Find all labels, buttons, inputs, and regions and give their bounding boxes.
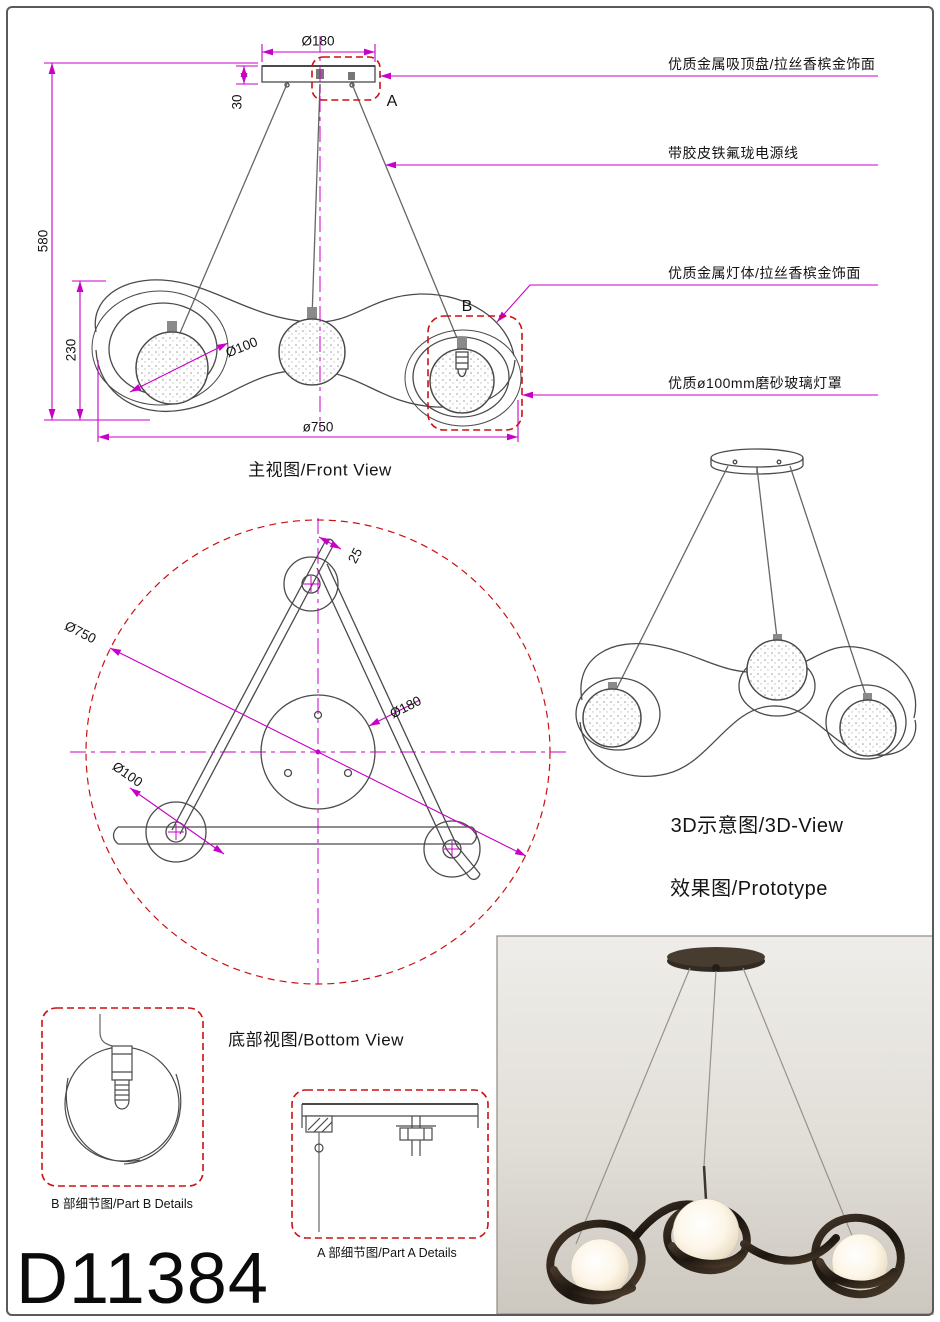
- model-number: D11384: [16, 1239, 269, 1319]
- shade-holder: [167, 321, 177, 332]
- ribbon-arc: [65, 1077, 141, 1163]
- bulb-tip: [457, 368, 467, 378]
- front-view-caption: 主视图/Front View: [248, 460, 392, 480]
- ribbon-loop-right: [404, 329, 522, 427]
- ribbon-loop-left: [91, 290, 229, 406]
- photo-glass-shade: [831, 1233, 889, 1291]
- callout-canopy: 优质金属吸顶盘/拉丝香槟金饰面: [668, 56, 876, 72]
- callout-leader: [496, 284, 878, 323]
- callout-power-cord: 带胶皮铁氟珑电源线: [668, 145, 799, 161]
- callout-lamp-body: 优质金属灯体/拉丝香槟金饰面: [668, 265, 861, 281]
- photo-ribbon-front: [816, 1258, 898, 1289]
- part-b-detail-drawing: [41, 1007, 204, 1187]
- detail-cloud-b: [427, 315, 523, 431]
- revision-clouds: [311, 56, 523, 431]
- suspension-cable: [311, 83, 321, 319]
- photo-ribbon-front: [668, 1242, 746, 1268]
- shade-holder: [457, 337, 467, 349]
- dimension-line: [129, 342, 229, 393]
- bottom-view-dimensions: [70, 518, 566, 988]
- detail-marker-b: B: [461, 298, 473, 316]
- suspension-cable: [789, 465, 871, 709]
- dim-canopy-thickness: 30: [229, 94, 245, 110]
- ribbon-loop-right: [825, 684, 907, 760]
- detail-cloud-b-box: [41, 1007, 204, 1187]
- detail-cloud-a-box: [291, 1089, 489, 1239]
- photo-ribbon-loop: [811, 1213, 905, 1299]
- dim-suspension-height: 580: [35, 229, 51, 253]
- suspension-cable: [756, 467, 778, 639]
- detail-marker-a: A: [386, 93, 398, 111]
- photo-ribbon-sweep: [740, 1234, 840, 1265]
- prototype-photo: [496, 935, 934, 1315]
- canopy-screw: [348, 72, 355, 80]
- bottom-view-caption: 底部视图/Bottom View: [228, 1030, 404, 1050]
- dim-body-height: 230: [63, 338, 79, 362]
- part-b-caption: B 部细节图/Part B Details: [51, 1197, 193, 1212]
- shade-holder: [863, 693, 872, 702]
- suspension-cable: [351, 83, 458, 339]
- part-a-detail-drawing: [291, 1089, 489, 1239]
- prototype-caption: 效果图/Prototype: [670, 878, 828, 900]
- ribbon-arc: [123, 1073, 182, 1165]
- bulb-tip: [114, 1099, 130, 1110]
- canopy-3d: [710, 448, 804, 468]
- shade-holder: [307, 307, 317, 319]
- shade-holder: [773, 634, 782, 643]
- dimension-line: [129, 787, 225, 855]
- lamp-holder: [111, 1045, 133, 1081]
- nut: [399, 1127, 433, 1141]
- dim-overall-width: ø750: [302, 419, 334, 435]
- dimension-line: [109, 647, 527, 857]
- three-d-view-drawing: [575, 448, 917, 778]
- part-a-caption: A 部细节图/Part A Details: [317, 1246, 457, 1261]
- dimension-line: [368, 699, 421, 727]
- dimension-line: [318, 536, 342, 550]
- photo-cable: [742, 967, 856, 1244]
- dim-canopy-diameter: Ø180: [301, 33, 335, 49]
- photo-cable: [703, 970, 717, 1167]
- shade-holder: [608, 682, 617, 691]
- lamp-socket: [455, 351, 469, 370]
- front-view-drawing: [91, 65, 522, 427]
- wire: [99, 1014, 113, 1047]
- detail-cloud-a: [311, 56, 381, 101]
- photo-ribbon-front: [550, 1266, 636, 1299]
- three-d-view-caption: 3D示意图/3D-View: [670, 815, 844, 837]
- suspension-cable: [176, 83, 288, 341]
- callout-glass-shade: 优质ø100mm磨砂玻璃灯罩: [668, 375, 843, 391]
- front-view-dimensions: [44, 36, 878, 442]
- ribbon-loop-left: [575, 677, 661, 751]
- suspension-cable: [611, 465, 729, 699]
- photo-cable: [575, 967, 691, 1245]
